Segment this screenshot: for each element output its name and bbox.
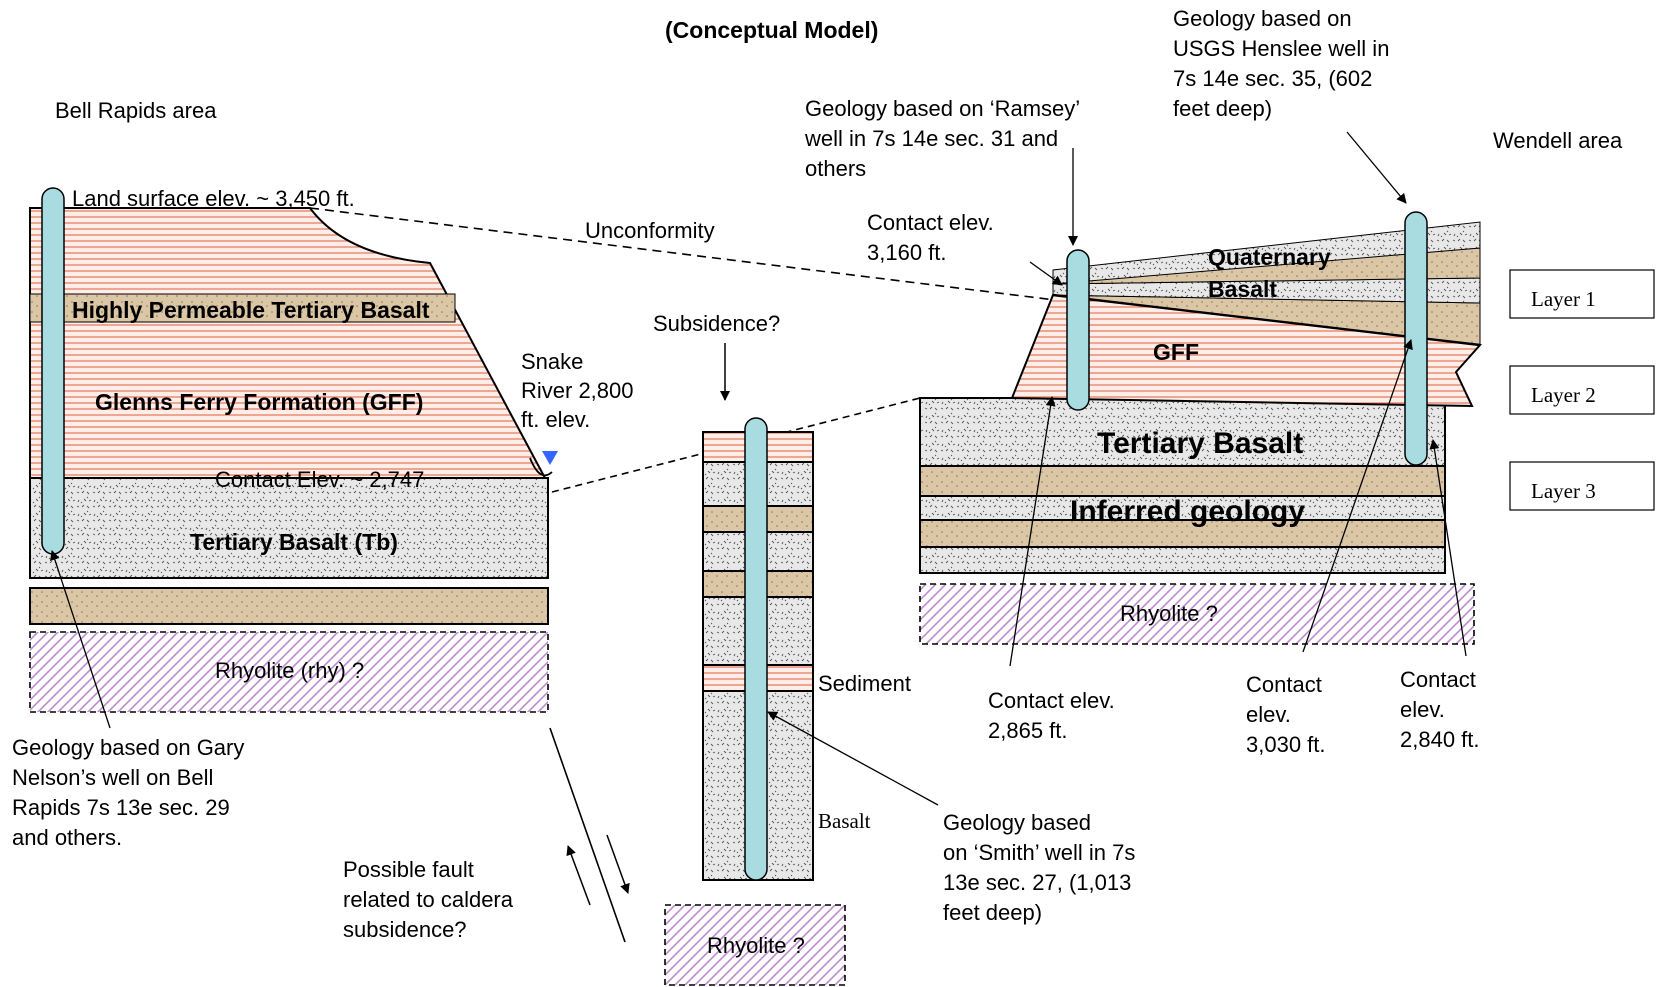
contact-correlation-line: [551, 397, 921, 493]
left-tan-band: [29, 587, 549, 625]
middle-well: [744, 417, 768, 881]
right-tertiary-basalt-label: Tertiary Basalt: [1097, 427, 1303, 460]
ramsey-well-note: Geology based on ‘Ramsey’ well in 7s 14e…: [804, 96, 1085, 181]
contact-3030-label: Contact elev. 3,030 ft.: [1246, 672, 1328, 757]
left-gff-label: Glenns Ferry Formation (GFF): [95, 389, 423, 415]
contact-2865-arrow: [1009, 396, 1056, 667]
area-label-right: Wendell area: [1493, 128, 1623, 153]
layer-3-box: [1509, 461, 1655, 511]
left-rhyolite-label: Rhyolite (rhy) ?: [215, 658, 364, 683]
middle-well-note-arrow: [767, 711, 939, 806]
snake-river-label: Snake River 2,800 ft. elev.: [521, 349, 640, 432]
land-surface-label: Land surface elev. ~ 3,450 ft.: [72, 186, 355, 211]
left-tertiary-basalt-unit: [29, 477, 549, 579]
henslee-well-note: Geology based on USGS Henslee well in 7s…: [1173, 6, 1396, 121]
contact-2840-arrow: [1429, 439, 1467, 657]
left-cross-section: Land surface elev. ~ 3,450 ft. Highly Pe…: [12, 186, 640, 850]
highly-permeable-label: Highly Permeable Tertiary Basalt: [72, 297, 430, 323]
contact-3160-label: Contact elev. 3,160 ft.: [867, 210, 1000, 265]
contact-3160-arrow: [1029, 261, 1063, 286]
right-gff-label: GFF: [1153, 339, 1199, 365]
right-tan-band-2: [919, 519, 1446, 548]
area-label-left: Bell Rapids area: [55, 98, 217, 123]
fault-arrow-down: [606, 834, 630, 894]
middle-well-column: Sediment Basalt Rhyolite ? Geology based…: [664, 417, 1142, 986]
fault-line: [549, 727, 626, 943]
unconformity-line: [309, 207, 1056, 301]
snake-river-water-icon: [542, 451, 558, 465]
diagram-title: (Conceptual Model): [665, 17, 878, 43]
middle-rhyolite-label: Rhyolite ?: [707, 933, 805, 958]
left-well: [41, 187, 65, 555]
left-well-note-arrow: [50, 550, 111, 729]
middle-well-note: Geology based on ‘Smith’ well in 7s 13e …: [943, 810, 1142, 925]
ramsey-well: [1066, 249, 1090, 411]
layer-1-label: Layer 1: [1531, 287, 1596, 311]
connector-lines: [309, 207, 1056, 943]
left-well-note: Geology based on Gary Nelson’s well on B…: [12, 735, 251, 850]
layer-3-label: Layer 3: [1531, 479, 1596, 503]
middle-rhyolite-unit: [664, 904, 846, 986]
left-permeable-basalt-band: [29, 293, 456, 323]
right-cross-section: Quaternary Basalt GFF Tertiary Basalt In…: [804, 6, 1483, 757]
unconformity-label: Unconformity: [585, 218, 715, 243]
henslee-note-arrow: [1346, 131, 1407, 204]
layer-2-label: Layer 2: [1531, 383, 1596, 407]
basalt-label: Basalt: [818, 809, 871, 833]
snake-river-channel: [529, 457, 553, 477]
right-rhyolite-label: Rhyolite ?: [1120, 601, 1218, 626]
left-tertiary-basalt-label: Tertiary Basalt (Tb): [190, 529, 398, 555]
fault-label: Possible fault related to caldera subsid…: [343, 857, 519, 942]
layer-1-box: [1509, 269, 1655, 319]
left-rhyolite-unit: [29, 631, 549, 713]
contact-2840-label: Contact elev. 2,840 ft.: [1400, 667, 1482, 752]
left-sediment-unit: [29, 207, 547, 479]
right-rhyolite-unit: [919, 583, 1475, 645]
left-contact-label: Contact Elev. ~ 2,747: [215, 467, 424, 492]
henslee-well: [1404, 211, 1428, 466]
subsidence-label: Subsidence?: [653, 311, 780, 336]
sediment-label: Sediment: [818, 671, 911, 696]
contact-2865-label: Contact elev. 2,865 ft.: [988, 688, 1121, 743]
layer-2-box: [1509, 365, 1655, 415]
inferred-geology-label: Inferred geology: [1070, 495, 1305, 528]
layer-legend: Layer 1 Layer 2 Layer 3: [1509, 269, 1655, 511]
quaternary-basalt-label: Quaternary Basalt: [1208, 244, 1337, 302]
contact-3030-arrow: [1302, 339, 1413, 653]
right-tan-band-1: [919, 465, 1446, 497]
fault-arrow-up: [566, 845, 591, 906]
